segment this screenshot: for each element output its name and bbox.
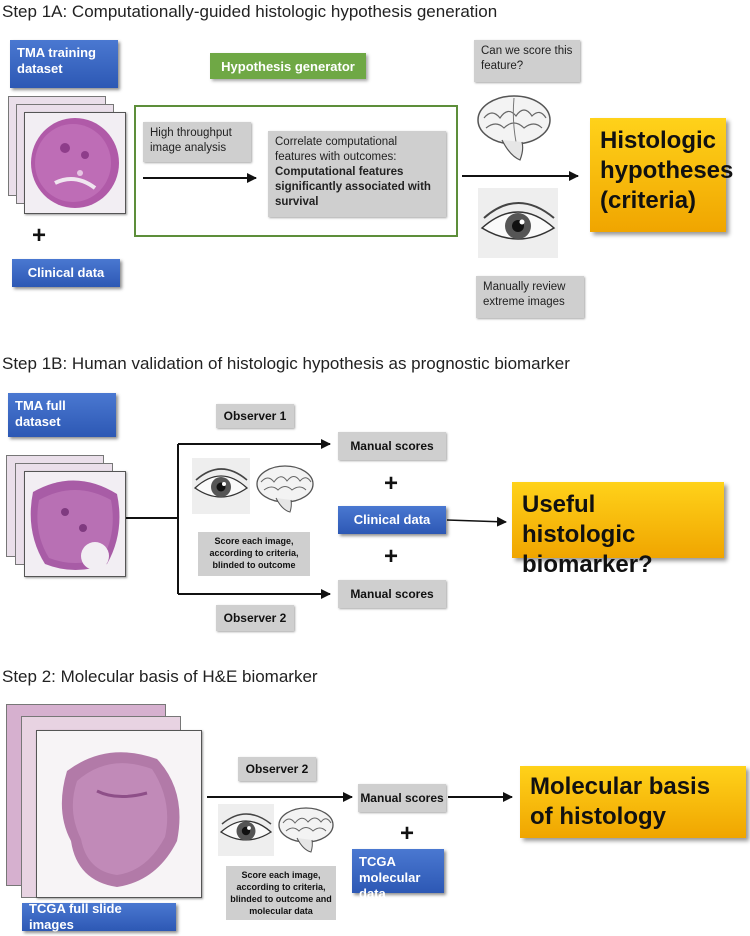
- clinical-data-box-1b: Clinical data: [338, 506, 446, 534]
- tma-training-dataset-box: TMA training dataset: [10, 40, 118, 88]
- high-throughput-box: High throughput image analysis: [143, 122, 251, 162]
- plus-sign-1b-bottom: +: [384, 543, 399, 570]
- useful-biomarker-box: Useful histologic biomarker?: [512, 482, 724, 578]
- manually-review-box: Manually review extreme images: [476, 276, 584, 318]
- brain-icon: [254, 462, 316, 514]
- manual-scores-2-box: Manual scores: [338, 580, 446, 608]
- step2-heading: Step 2: Molecular basis of H&E biomarker: [2, 667, 318, 686]
- tissue-core-stack-1a: [8, 96, 128, 214]
- step1a-heading: Step 1A: Computationally-guided histolog…: [2, 2, 498, 21]
- eye-icon: [192, 458, 250, 514]
- observer-2-label: Observer 2: [216, 605, 294, 631]
- observer-2-label-step2: Observer 2: [238, 757, 316, 781]
- tissue-core-image: [24, 112, 126, 214]
- hypothesis-generator-label: Hypothesis generator: [210, 53, 366, 79]
- correlate-text: Correlate computational features with ou…: [275, 136, 398, 163]
- tissue-core-stack-1b: [6, 455, 128, 577]
- tissue-core-image: [36, 730, 202, 898]
- plus-sign-1b-top: +: [384, 470, 399, 497]
- molecular-basis-box: Molecular basis of histology: [520, 766, 746, 838]
- brain-icon: [474, 90, 554, 162]
- correlate-bold-text: Computational features significantly ass…: [275, 166, 431, 208]
- eye-icon: [218, 804, 274, 856]
- eye-icon: [478, 188, 558, 258]
- arrow-to-biomarker: [446, 516, 507, 527]
- clinical-data-box-1a: Clinical data: [12, 259, 120, 287]
- observer-1-label: Observer 1: [216, 404, 294, 428]
- plus-sign-1a: +: [32, 222, 47, 249]
- score-caption-1b: Score each image, according to criteria,…: [198, 532, 310, 576]
- tcga-full-slide-images-box: TCGA full slide images: [22, 901, 176, 932]
- tissue-core-image: [24, 471, 126, 577]
- step1b-heading: Step 1B: Human validation of histologic …: [2, 354, 570, 373]
- histologic-hypotheses-box: Histologic hypotheses (criteria): [590, 118, 733, 232]
- tcga-molecular-data-box: TCGA molecular data: [352, 849, 444, 901]
- tma-full-dataset-box: TMA full dataset: [8, 393, 116, 437]
- plus-sign-step2: +: [400, 820, 415, 847]
- can-we-score-box: Can we score this feature?: [474, 40, 580, 82]
- hypothesis-generator-frame: [134, 105, 458, 237]
- tcga-slide-stack: [6, 704, 202, 900]
- manual-scores-step2-box: Manual scores: [358, 784, 446, 812]
- brain-icon: [276, 804, 336, 854]
- correlate-box: Correlate computational features with ou…: [268, 131, 446, 217]
- manual-scores-1-box: Manual scores: [338, 432, 446, 460]
- score-caption-step2: Score each image, according to criteria,…: [226, 866, 336, 920]
